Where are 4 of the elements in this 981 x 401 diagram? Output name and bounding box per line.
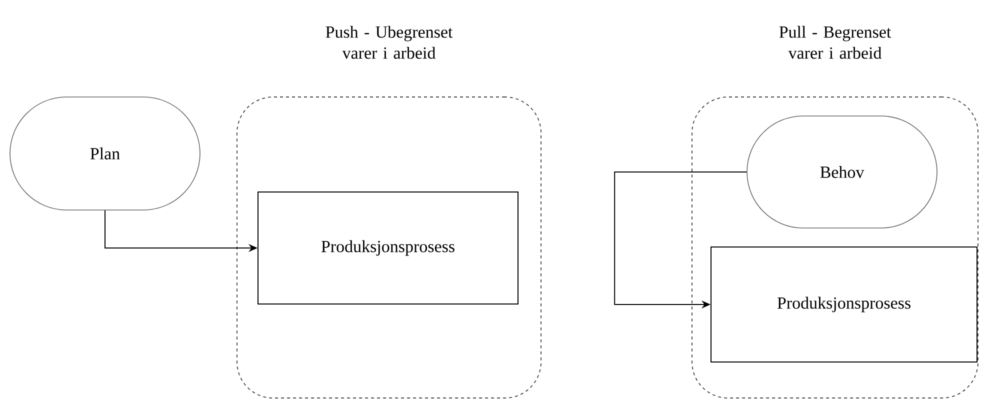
- group-title: Push - Ubegrenset varer i arbeid: [326, 26, 453, 59]
- group-title: Pull - Begrenset varer i arbeid: [779, 26, 892, 59]
- process-box: Produksjonsprosess: [258, 192, 518, 304]
- process-box: Produksjonsprosess: [710, 246, 978, 362]
